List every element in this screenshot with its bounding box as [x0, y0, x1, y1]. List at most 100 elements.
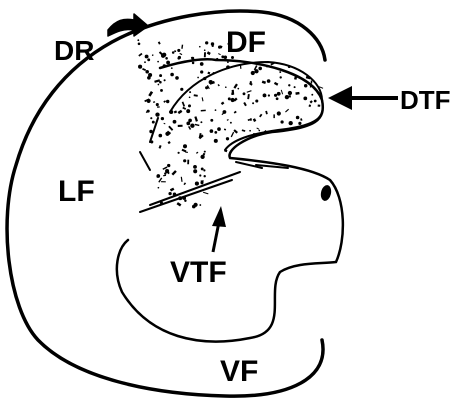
stipple-mark — [186, 109, 190, 113]
stipple-mark — [262, 81, 266, 85]
stipple-mark — [277, 92, 281, 96]
stipple-mark — [194, 203, 198, 207]
stipple-mark — [190, 124, 194, 128]
label-lf: LF — [58, 175, 95, 208]
stipple-mark — [203, 192, 208, 195]
stipple-mark — [158, 187, 160, 189]
stipple-mark — [207, 51, 211, 55]
stipple-mark — [182, 107, 186, 110]
stipple-mark — [218, 53, 221, 55]
stipple-mark — [152, 121, 155, 124]
stipple-mark — [163, 100, 166, 103]
stipple-mark — [196, 152, 198, 154]
stipple-mark — [159, 81, 162, 84]
stipple-mark — [217, 127, 221, 131]
stipple-mark — [279, 71, 281, 73]
stipple-mark — [204, 52, 206, 57]
stipple-mark — [174, 50, 176, 52]
stipple-mark — [193, 165, 197, 169]
stipple-mark — [209, 80, 213, 84]
stipple-mark — [184, 199, 186, 201]
stipple-mark — [156, 174, 160, 178]
stipple-mark — [191, 57, 194, 60]
stipple-mark — [179, 53, 182, 55]
stipple-mark — [314, 100, 317, 103]
stipple-mark — [308, 104, 311, 107]
stipple-mark — [170, 73, 174, 77]
stipple-mark — [163, 64, 166, 67]
stipple-mark — [247, 90, 252, 93]
stipple-mark — [274, 94, 277, 97]
stipple-mark — [281, 120, 284, 123]
stipple-mark — [142, 68, 146, 71]
stipple-mark — [216, 58, 218, 60]
stipple-mark — [248, 119, 251, 121]
stipple-mark — [178, 110, 183, 114]
vtf-arrow — [212, 206, 226, 252]
stipple-mark — [164, 79, 166, 81]
stipple-mark — [160, 89, 163, 92]
gray-matter-boundary — [117, 59, 343, 341]
stipple-mark — [237, 88, 239, 90]
stipple-mark — [200, 121, 202, 123]
stipple-mark — [266, 65, 268, 67]
stipple-mark — [311, 94, 313, 96]
stipple-mark — [180, 88, 183, 91]
dorsal-horn-outline — [170, 62, 323, 150]
stipple-mark — [153, 101, 155, 103]
stipple-mark — [274, 82, 278, 86]
stipple-mark — [251, 71, 255, 75]
stipple-mark — [144, 61, 146, 63]
stipple-mark — [181, 177, 183, 182]
stipple-mark — [138, 53, 142, 57]
stipple-mark — [300, 118, 302, 121]
stipple-mark — [150, 117, 152, 119]
stipple-mark — [163, 175, 166, 177]
stipple-mark — [203, 77, 206, 80]
stipple-mark — [311, 81, 313, 84]
stipple-mark — [265, 111, 268, 115]
stipple-mark — [285, 109, 289, 113]
stipple-mark — [242, 129, 246, 131]
stipple-mark — [182, 102, 185, 107]
stipple-mark — [167, 164, 170, 167]
stipple-mark — [168, 192, 171, 195]
stipple-mark — [171, 170, 176, 175]
stipple-mark — [148, 73, 152, 77]
dtf-arrow — [328, 86, 398, 110]
fiber-stipple — [137, 39, 323, 208]
stipple-mark — [169, 110, 173, 114]
stipple-mark — [189, 91, 191, 93]
stipple-mark — [288, 65, 291, 68]
stipple-mark — [203, 169, 205, 171]
stipple-mark — [158, 84, 160, 86]
stipple-mark — [201, 110, 206, 112]
stipple-mark — [226, 65, 230, 69]
stipple-mark — [214, 139, 218, 143]
stipple-mark — [199, 174, 201, 176]
central-canal — [319, 184, 332, 202]
stipple-mark — [192, 62, 195, 65]
stipple-mark — [285, 95, 289, 99]
stipple-mark — [252, 102, 254, 104]
label-df: DF — [226, 26, 266, 59]
stipple-mark — [298, 122, 301, 125]
stipple-mark — [215, 109, 217, 111]
stipple-mark — [296, 116, 300, 120]
stipple-mark — [267, 79, 271, 83]
stipple-mark — [175, 76, 179, 80]
stipple-mark — [243, 92, 246, 95]
stipple-mark — [273, 114, 275, 118]
stipple-mark — [232, 90, 235, 95]
stipple-mark — [173, 120, 177, 124]
stipple-mark — [247, 94, 250, 99]
stipple-mark — [137, 39, 139, 41]
stipple-mark — [183, 182, 186, 185]
stipple-mark — [318, 104, 321, 106]
stipple-mark — [280, 76, 282, 78]
stipple-mark — [174, 110, 177, 113]
stipple-mark — [202, 97, 204, 101]
stipple-mark — [178, 125, 183, 127]
stipple-mark — [189, 96, 191, 98]
stipple-mark — [159, 145, 162, 149]
